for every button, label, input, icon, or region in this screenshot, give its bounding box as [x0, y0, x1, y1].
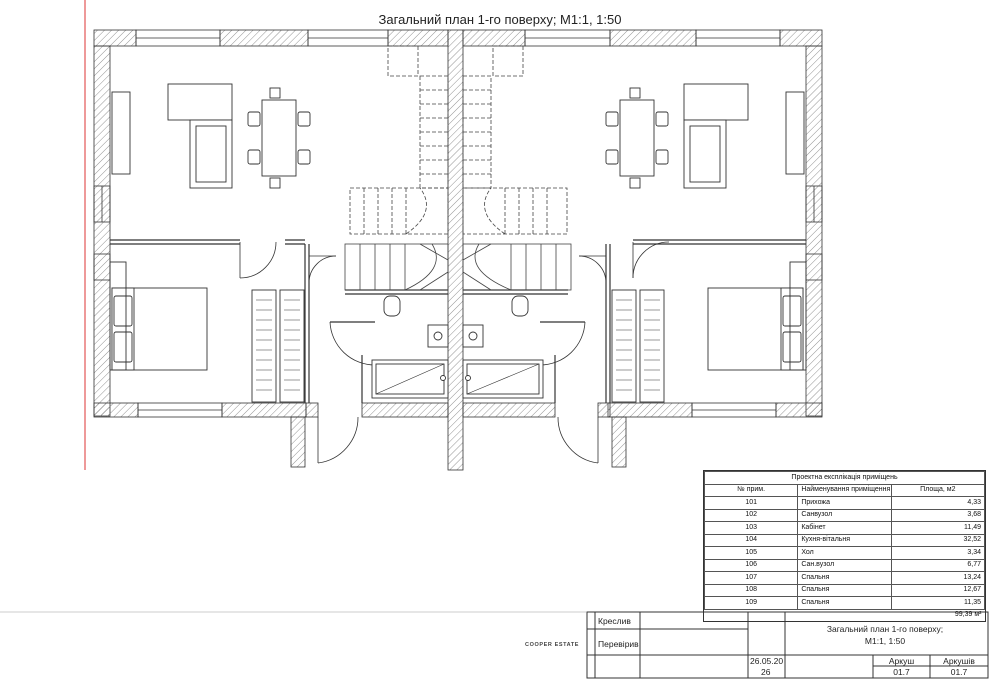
drawing-title: Загальний план 1-го поверху; М1:1, 1:50	[378, 12, 622, 27]
sheet-label: Аркуш	[888, 656, 915, 666]
sheet-value: 01.7	[893, 667, 910, 677]
furniture-right	[605, 83, 807, 403]
header-number: № прим.	[703, 483, 799, 497]
staircase-left	[349, 45, 449, 235]
checked-by-label: Перевірив	[598, 639, 639, 649]
door-swings	[239, 241, 670, 464]
drawn-by-label: Креслив	[598, 616, 631, 626]
staircase-right	[462, 45, 568, 235]
sanitary-fixtures	[371, 295, 544, 399]
header-name: Найменування приміщення	[797, 483, 892, 497]
windows	[93, 29, 823, 418]
date-value: 26.05.20	[750, 656, 784, 666]
explication-caption: Проектна експлікація приміщень	[704, 471, 985, 485]
exterior-walls	[93, 29, 823, 471]
explication-total: 99,39 м²	[704, 608, 985, 621]
room-explication-table: Проектна експлікація приміщень № прим. Н…	[703, 470, 986, 622]
company-logo: COOPER ESTATE	[525, 642, 580, 648]
date-continuation: 26	[761, 667, 771, 677]
sheets-total-value: 01.7	[950, 667, 968, 677]
header-area: Площа, м2	[890, 483, 986, 497]
sheet-title-line-2: М1:1, 1:50	[864, 636, 906, 646]
sheet-title-line-1: Загальний план 1-го поверху;	[826, 624, 944, 634]
furniture-left	[109, 83, 311, 403]
sheets-total-label: Аркушів	[943, 656, 975, 666]
